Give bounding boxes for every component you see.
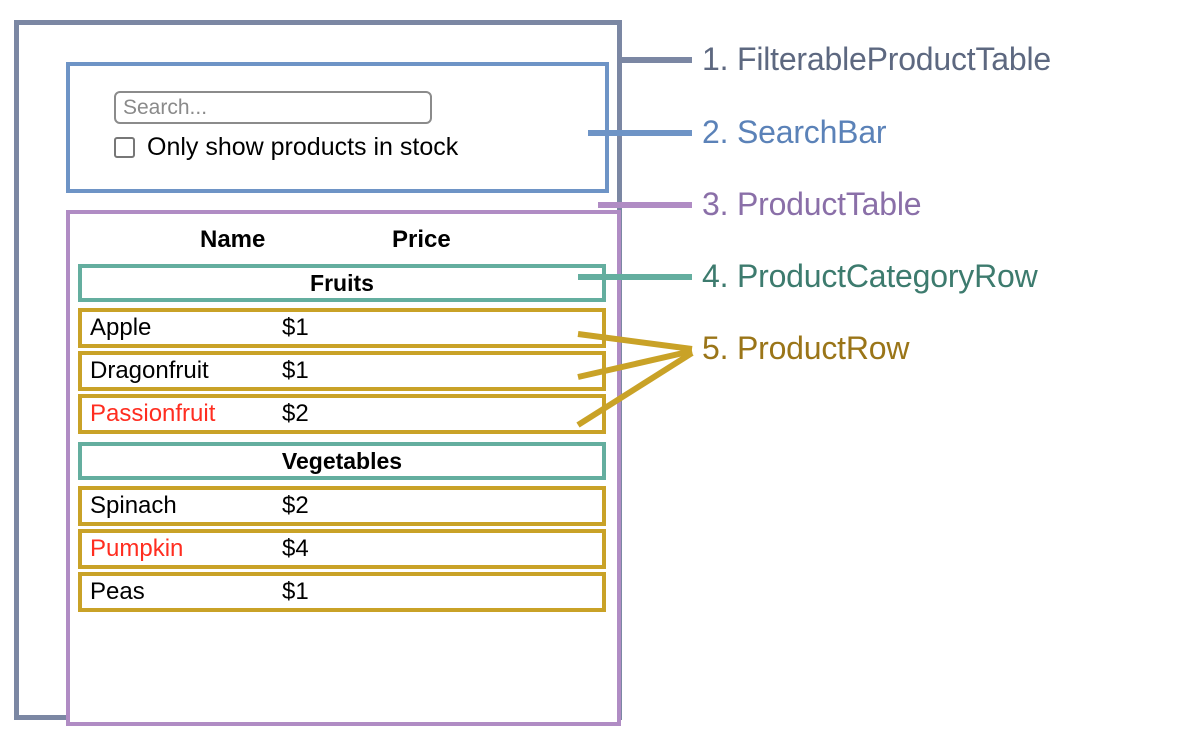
product-price: $1 xyxy=(282,314,309,341)
product-table-frame: Name Price Fruits Apple $1 Dragonfruit $… xyxy=(66,210,621,726)
search-input[interactable] xyxy=(114,91,432,124)
filterable-product-table-frame: Only show products in stock Name Price F… xyxy=(14,20,622,726)
annotation-label-filterable-product-table: 1. FilterableProductTable xyxy=(702,41,1051,77)
product-name: Passionfruit xyxy=(90,400,216,427)
annotation-label-product-table: 3. ProductTable xyxy=(702,186,922,222)
product-category-label: Vegetables xyxy=(281,448,403,474)
annotation-label-product-category-row: 4. ProductCategoryRow xyxy=(702,258,1038,294)
checkbox-icon[interactable] xyxy=(114,137,135,158)
product-row: Passionfruit $2 xyxy=(78,394,606,434)
product-row: Peas $1 xyxy=(78,572,606,612)
product-table-header: Name Price xyxy=(70,220,617,260)
product-row: Spinach $2 xyxy=(78,486,606,526)
product-price: $2 xyxy=(282,400,309,427)
in-stock-checkbox-label: Only show products in stock xyxy=(147,133,459,161)
product-name: Spinach xyxy=(90,492,177,519)
product-name: Dragonfruit xyxy=(90,357,209,384)
column-header-price: Price xyxy=(392,226,451,253)
product-category-row: Vegetables xyxy=(78,442,606,480)
product-price: $1 xyxy=(282,357,309,384)
annotation-label-search-bar: 2. SearchBar xyxy=(702,114,887,150)
product-price: $1 xyxy=(282,578,309,605)
product-row: Dragonfruit $1 xyxy=(78,351,606,391)
product-price: $2 xyxy=(282,492,309,519)
column-header-name: Name xyxy=(200,226,266,253)
product-row: Apple $1 xyxy=(78,308,606,348)
product-name: Apple xyxy=(90,314,152,341)
product-name: Pumpkin xyxy=(90,535,184,562)
in-stock-checkbox-row[interactable]: Only show products in stock xyxy=(114,135,458,160)
annotation-label-product-row: 5. ProductRow xyxy=(702,330,910,366)
product-category-row: Fruits xyxy=(78,264,606,302)
product-table-body: Fruits Apple $1 Dragonfruit $1 Passionfr… xyxy=(78,264,606,615)
product-category-label: Fruits xyxy=(310,270,374,296)
product-row: Pumpkin $4 xyxy=(78,529,606,569)
product-name: Peas xyxy=(90,578,145,605)
search-bar-frame: Only show products in stock xyxy=(66,62,609,193)
product-price: $4 xyxy=(282,535,309,562)
